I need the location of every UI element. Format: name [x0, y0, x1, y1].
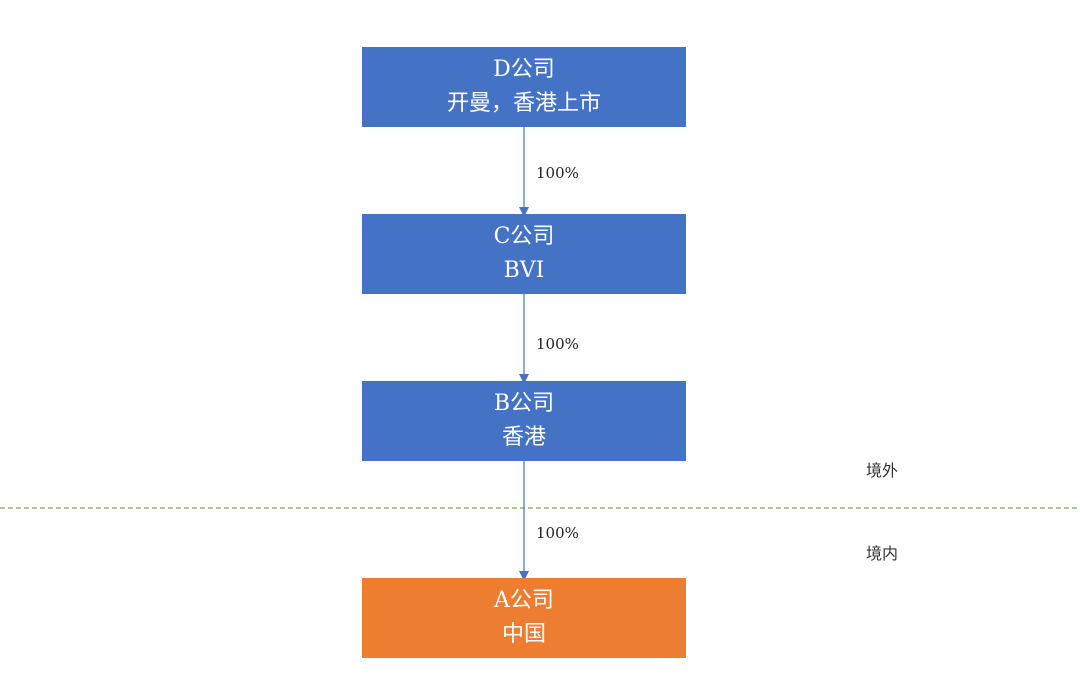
company-d-name: D公司 — [493, 57, 555, 82]
company-c-node: C公司 BVI — [362, 214, 686, 294]
company-d-node: D公司 开曼，香港上市 — [362, 47, 686, 127]
company-a-name: A公司 — [494, 588, 554, 613]
offshore-region-label: 境外 — [866, 461, 899, 480]
company-a-node: A公司 中国 — [362, 578, 686, 658]
company-b-node: B公司 香港 — [362, 381, 686, 461]
company-a-note: 中国 — [501, 622, 546, 647]
company-c-name: C公司 — [493, 224, 555, 249]
onshore-region-label: 境内 — [866, 544, 899, 563]
company-c-note: BVI — [503, 258, 545, 283]
ownership-c-to-b-label: 100% — [536, 335, 579, 353]
company-d-note: 开曼，香港上市 — [446, 91, 601, 116]
company-b-name: B公司 — [493, 391, 555, 416]
company-b-note: 香港 — [501, 425, 546, 450]
ownership-b-to-a-label: 100% — [536, 524, 579, 542]
ownership-d-to-c-label: 100% — [536, 164, 579, 182]
